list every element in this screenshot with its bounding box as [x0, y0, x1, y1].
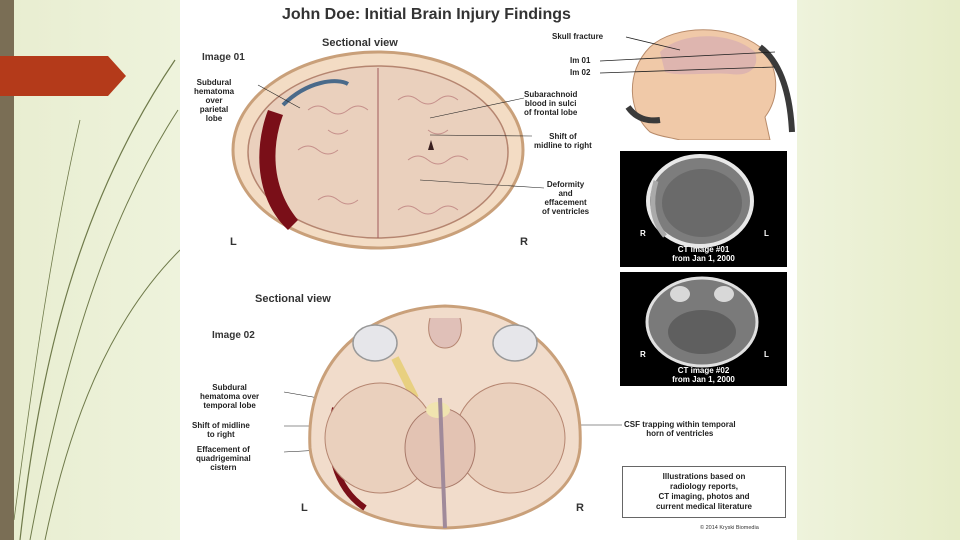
- image-02-label: Image 02: [212, 330, 255, 341]
- ct-01-l-marker: L: [764, 229, 769, 238]
- ct-02-r-marker: R: [640, 350, 646, 359]
- decorative-swoosh-lines: [13, 59, 180, 540]
- ct-image-02-scan: [645, 276, 759, 368]
- ct-02-caption: CT image #02 from Jan 1, 2000: [672, 366, 735, 384]
- label-skull-fracture: Skull fracture: [552, 32, 604, 41]
- medical-illustration-sheet: John Doe: Initial Brain Injury Findings …: [180, 0, 797, 540]
- section-1-right-marker: R: [520, 236, 528, 248]
- page-title: John Doe: Initial Brain Injury Findings: [282, 6, 571, 23]
- ct-01-caption: CT image #01 from Jan 1, 2000: [672, 245, 735, 263]
- right-background: [797, 0, 960, 540]
- label-subdural-hematoma-parietal: Subdural hematoma over parietal lobe: [194, 78, 235, 123]
- image-01-label: Image 01: [202, 52, 245, 63]
- label-shift-of-midline-2: Shift of midline to right: [192, 421, 250, 439]
- section-2-left-marker: L: [301, 502, 308, 514]
- brain-section-1-illustration: [231, 50, 525, 250]
- ct-image-01: R L CT image #01 from Jan 1, 2000: [620, 151, 787, 267]
- brain-section-2-illustration: [308, 304, 582, 530]
- section-2-heading: Sectional view: [255, 293, 331, 305]
- section-1-heading: Sectional view: [322, 37, 398, 49]
- label-deformity-ventricles: Deformity and effacement of ventricles: [542, 180, 590, 216]
- label-subdural-hematoma-temporal: Subdural hematoma over temporal lobe: [200, 383, 260, 410]
- label-csf-trapping: CSF trapping within temporal horn of ven…: [624, 420, 736, 438]
- ct-image-02: R L CT image #02 from Jan 1, 2000: [620, 272, 787, 386]
- label-effacement-cistern: Effacement of quadrigeminal cistern: [196, 445, 251, 472]
- label-shift-of-midline: Shift of midline to right: [534, 132, 592, 150]
- illustration-source-note: Illustrations based on radiology reports…: [622, 466, 786, 518]
- label-im-01: Im 01: [570, 56, 591, 65]
- ct-01-r-marker: R: [640, 229, 646, 238]
- label-im-02: Im 02: [570, 68, 591, 77]
- ct-02-l-marker: L: [764, 350, 769, 359]
- section-2-right-marker: R: [576, 502, 584, 514]
- section-1-left-marker: L: [230, 236, 237, 248]
- label-subarachnoid-blood: Subarachnoid blood in sulci of frontal l…: [524, 90, 578, 117]
- left-accent-bar: [0, 0, 14, 540]
- ct-image-01-scan: [646, 154, 754, 248]
- copyright-credit: © 2014 Kryski Biomedia: [700, 525, 759, 531]
- accent-arrow-icon: [0, 56, 126, 96]
